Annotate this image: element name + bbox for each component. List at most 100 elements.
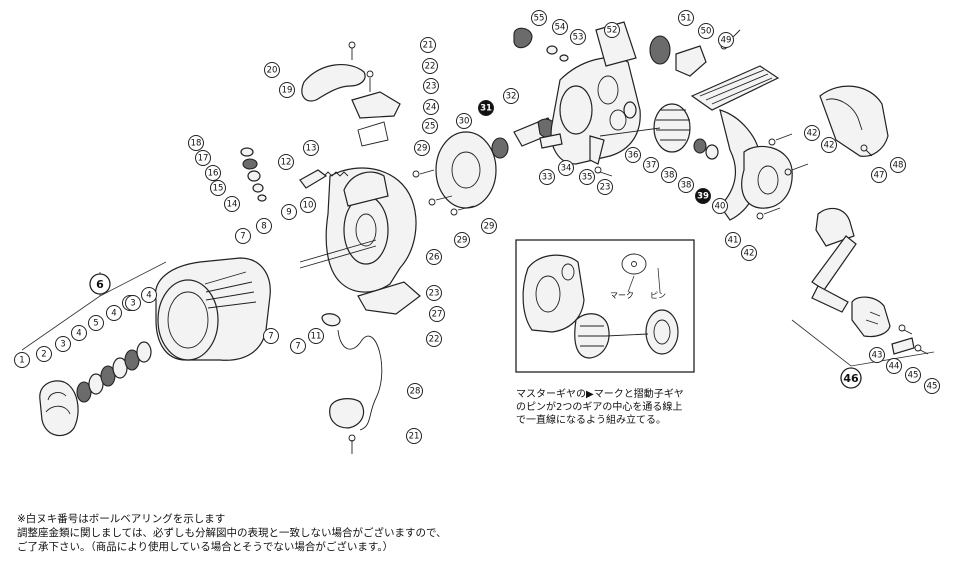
callout-number: 44 xyxy=(889,362,900,372)
callout-circle xyxy=(279,82,295,98)
part-callout-p12: 9 xyxy=(281,204,297,220)
callout-circle xyxy=(300,197,316,213)
callout-number: 35 xyxy=(582,173,593,183)
part-callout-p1: 1 xyxy=(14,352,30,368)
part-callout-p26: 21 xyxy=(420,37,436,53)
callout-circle xyxy=(308,328,324,344)
callout-number: 12 xyxy=(281,158,292,168)
part-callout-p52: 40 xyxy=(712,198,728,214)
callout-number: 54 xyxy=(555,23,566,33)
callout-circle xyxy=(14,352,30,368)
callout-number: 29 xyxy=(417,144,428,154)
inset-note-line-3: で一直線になるよう組み立てる。 xyxy=(516,415,666,426)
callout-circle xyxy=(290,338,306,354)
assembly-detail-inset: マーク ピン xyxy=(515,239,695,373)
callout-circle xyxy=(256,218,272,234)
part-callout-p36: 21 xyxy=(406,428,422,444)
part-callout-p68: 45 xyxy=(905,367,921,383)
callout-number: 52 xyxy=(607,26,618,36)
footnote-line-2: 調整座金類に関しましては、必ずしも分解図中の表現と一致しない場合がございますので… xyxy=(17,527,447,539)
callout-number: 11 xyxy=(311,332,322,342)
callout-circle xyxy=(570,29,586,45)
callout-number: 42 xyxy=(824,141,835,151)
part-callout-p16: 11 xyxy=(308,328,324,344)
inset-note-line-2: のピンが2つのギアの中心を通る線上 xyxy=(516,402,683,413)
callout-circle xyxy=(125,295,141,311)
callout-circle xyxy=(422,118,438,134)
part-callout-p18: 13 xyxy=(303,140,319,156)
callout-number: 40 xyxy=(715,202,726,212)
callout-number: 34 xyxy=(561,164,572,174)
part-callout-p49: 38 xyxy=(661,167,677,183)
part-callout-p64: 54 xyxy=(552,19,568,35)
part-callout-p63: 53 xyxy=(570,29,586,45)
part-callout-p48: 37 xyxy=(643,157,659,173)
part-callout-p21: 16 xyxy=(205,165,221,181)
callout-circle xyxy=(678,10,694,26)
callout-circle xyxy=(552,19,568,35)
callout-circle xyxy=(188,135,204,151)
part-callout-p24: 19 xyxy=(279,82,295,98)
callout-circle xyxy=(869,347,885,363)
part-callout-p66: 43 xyxy=(869,347,885,363)
callout-number: 30 xyxy=(459,117,470,127)
callout-circle xyxy=(840,367,862,389)
part-callout-p4: 4 xyxy=(71,325,87,341)
callout-number: 38 xyxy=(664,171,675,181)
callout-number: 51 xyxy=(681,14,692,24)
part-callout-p69: 45 xyxy=(924,378,940,394)
callout-circle xyxy=(89,273,111,295)
part-callout-p51: 39 xyxy=(695,188,711,204)
part-callout-p31: 26 xyxy=(426,249,442,265)
callout-number: 38 xyxy=(681,181,692,191)
part-callout-p41: 29 xyxy=(454,232,470,248)
callout-number: 19 xyxy=(282,86,293,96)
callout-number: 42 xyxy=(744,249,755,259)
part-callout-p57: 47 xyxy=(871,167,887,183)
callout-circle xyxy=(263,328,279,344)
part-callout-p61: 51 xyxy=(678,10,694,26)
callout-circle xyxy=(106,305,122,321)
callout-circle xyxy=(503,88,519,104)
part-callout-p62: 52 xyxy=(604,22,620,38)
part-callout-p56: 42 xyxy=(821,137,837,153)
callout-number: 14 xyxy=(227,200,238,210)
callout-circle xyxy=(579,169,595,185)
callout-number: 26 xyxy=(429,253,440,263)
callout-circle xyxy=(36,346,52,362)
part-callout-p9: 4 xyxy=(141,287,157,303)
callout-number: 6 xyxy=(96,278,104,291)
callout-number: 13 xyxy=(306,144,317,154)
callout-circle xyxy=(420,37,436,53)
part-callout-p65: 55 xyxy=(531,10,547,26)
inset-note-line-1: マスターギヤの▶マークと摺動子ギヤ xyxy=(516,389,684,400)
part-callout-p39: 31 xyxy=(478,100,494,116)
callout-circle xyxy=(531,10,547,26)
callout-number: 29 xyxy=(457,236,468,246)
part-callout-p11: 8 xyxy=(256,218,272,234)
handle-assembly xyxy=(690,65,929,355)
part-callout-p28: 23 xyxy=(423,78,439,94)
footnote-line-3: ご了承下さい。（商品により使用している場合とそうでない場合がございます。） xyxy=(17,541,394,553)
callout-number: 3 xyxy=(60,340,65,350)
callout-circle xyxy=(695,188,711,204)
part-callout-p50: 38 xyxy=(678,177,694,193)
callout-circle xyxy=(741,245,757,261)
callout-circle xyxy=(407,383,423,399)
callout-circle xyxy=(597,179,613,195)
callout-circle xyxy=(71,325,87,341)
callout-number: 37 xyxy=(646,161,657,171)
callout-circle xyxy=(558,160,574,176)
callout-circle xyxy=(224,196,240,212)
callout-number: 45 xyxy=(927,382,938,392)
part-callout-p19: 14 xyxy=(224,196,240,212)
callout-circle xyxy=(88,315,104,331)
part-callout-p58: 48 xyxy=(890,157,906,173)
callout-circle xyxy=(890,157,906,173)
rotor-assembly xyxy=(240,41,435,454)
part-callouts: 1234545347891077111213141516171819202122… xyxy=(14,10,940,444)
part-callout-p8: 3 xyxy=(125,295,141,311)
callout-number: 47 xyxy=(874,171,885,181)
callout-circle xyxy=(55,336,71,352)
callout-circle xyxy=(423,78,439,94)
